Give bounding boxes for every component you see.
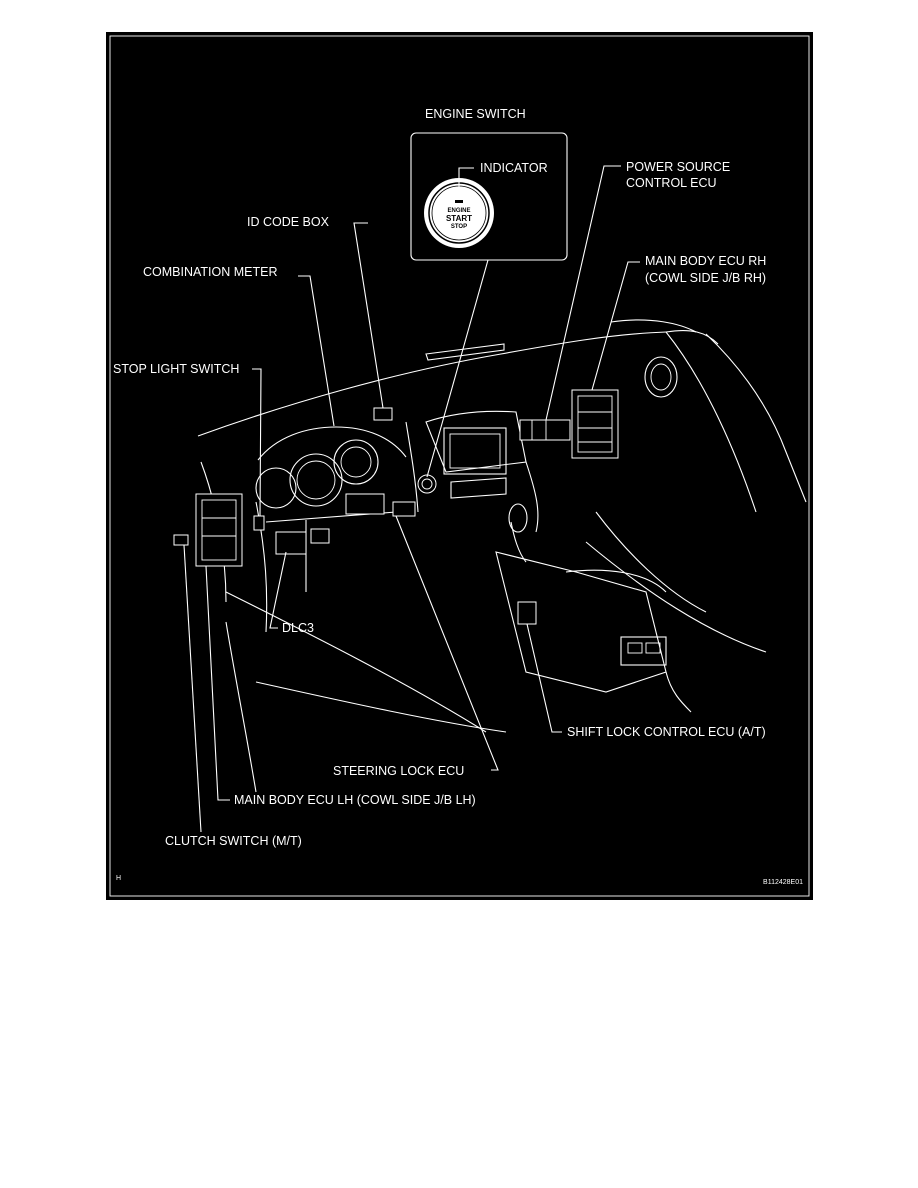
engine-start-button-icon: [424, 178, 494, 248]
button-text-stop: STOP: [451, 224, 467, 230]
location-diagram: ENGINE START STOP ENGINE SWITCH INDICATO…: [109, 35, 810, 897]
gauge-left: [255, 467, 297, 509]
indicator-lamp: [455, 200, 463, 203]
label-main-body-lh: MAIN BODY ECU LH (COWL SIDE J/B LH): [234, 793, 476, 807]
stop-light-switch-part: [253, 515, 265, 531]
engine-switch-callout-box: [410, 132, 568, 261]
label-dlc3: DLC3: [282, 621, 314, 635]
leader-lines: [183, 165, 640, 833]
label-combination-meter: COMBINATION METER: [143, 265, 278, 279]
id-code-box-part: [373, 407, 393, 421]
inner-border: [109, 35, 810, 897]
diagram-frame: ENGINE START STOP ENGINE SWITCH INDICATO…: [106, 32, 813, 900]
dlc3-part: [275, 531, 307, 555]
button-text-engine: ENGINE: [447, 208, 470, 214]
label-id-code-box: ID CODE BOX: [247, 215, 330, 229]
label-indicator: INDICATOR: [480, 161, 548, 175]
main-body-ecu-lh-part: [195, 493, 243, 567]
label-power-source-2: CONTROL ECU: [626, 176, 717, 190]
clutch-switch-part: [173, 534, 189, 546]
power-source-ecu-part: [519, 419, 571, 441]
engine-switch-callout: ENGINE START STOP: [410, 132, 568, 261]
right-vent: [644, 356, 678, 398]
label-shift-lock: SHIFT LOCK CONTROL ECU (A/T): [567, 725, 766, 739]
label-clutch-switch: CLUTCH SWITCH (M/T): [165, 834, 302, 848]
engine-switch-part: [417, 474, 437, 494]
shift-lock-ecu-part: [517, 601, 537, 625]
button-text-start: START: [446, 214, 472, 223]
gauge-right: [333, 439, 379, 485]
figure-code: B112428E01: [763, 879, 803, 886]
label-main-body-rh-1: MAIN BODY ECU RH: [645, 254, 766, 268]
shift-knob: [508, 503, 528, 533]
label-stop-light-switch: STOP LIGHT SWITCH: [113, 362, 239, 376]
car-interior-drawing: [197, 319, 807, 793]
label-engine-switch: ENGINE SWITCH: [425, 107, 526, 121]
corner-mark: H: [116, 875, 121, 882]
gauge-center: [289, 453, 343, 507]
label-main-body-rh-2: (COWL SIDE J/B RH): [645, 271, 766, 285]
label-power-source-1: POWER SOURCE: [626, 160, 730, 174]
steering-lock-ecu-part: [345, 493, 385, 515]
label-steering-lock: STEERING LOCK ECU: [333, 764, 464, 778]
main-body-ecu-rh-part: [571, 389, 619, 459]
center-display: [443, 427, 507, 475]
